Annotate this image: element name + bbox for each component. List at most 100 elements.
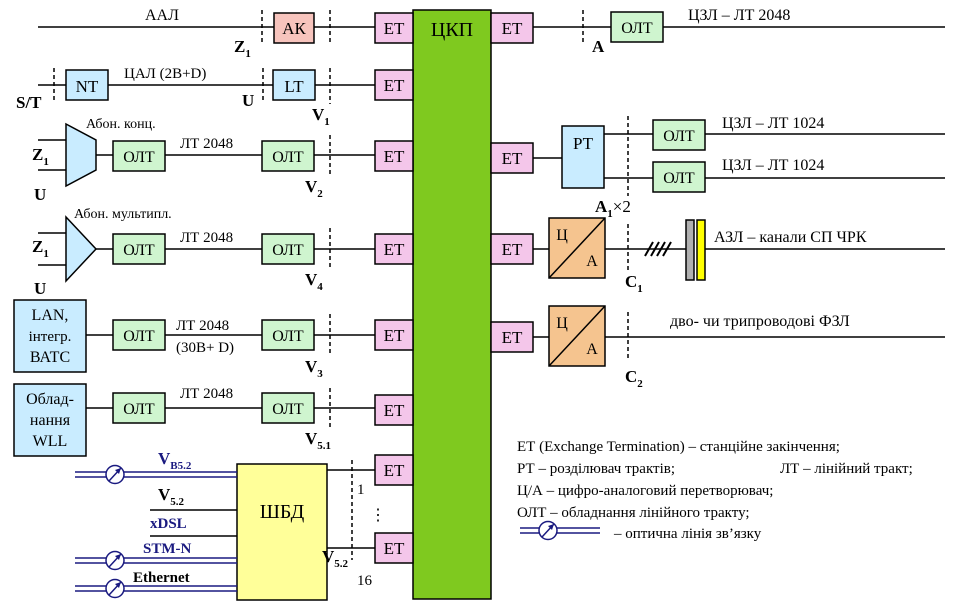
lan-line1: LAN,	[32, 307, 69, 324]
fdm-grey-bar	[685, 219, 695, 281]
czl-2048-label: ЦЗЛ – ЛТ 2048	[688, 7, 790, 24]
et-label-l2: ЕТ	[384, 76, 405, 95]
ca1-c-label: Ц	[556, 227, 568, 244]
et-box-l3	[374, 140, 414, 172]
et-label-r4: ЕТ	[502, 328, 523, 347]
z1-label-row4: Z1	[32, 237, 49, 260]
vb52-label: VB5.2	[158, 449, 192, 472]
v52-label-left: V5.2	[158, 485, 185, 508]
olt-label-r2a: ОЛТ	[663, 128, 695, 145]
lt-label: LT	[284, 77, 304, 96]
ckp-block	[412, 9, 492, 600]
abon-mult-triangle	[65, 215, 98, 283]
shbd-label: ШБД	[260, 501, 305, 523]
wll-box	[13, 383, 87, 457]
legend-lt: ЛТ – лінійний тракт;	[780, 461, 913, 477]
u-label-row3: U	[34, 185, 46, 204]
et-box-l2	[374, 69, 414, 101]
et-label-l4: ЕТ	[384, 240, 405, 259]
legend-optical-symbol	[520, 520, 600, 541]
st-label: S/T	[16, 93, 42, 112]
olt-box-r1	[610, 11, 664, 43]
stm-label: STM-N	[143, 541, 192, 557]
lt2048-label-row3: ЛТ 2048	[180, 136, 233, 152]
olt-label-r1: ОЛТ	[621, 20, 653, 37]
fdm-yellow-bar	[696, 219, 706, 281]
et-box-l4	[374, 233, 414, 265]
olt-label-row6-b: ОЛТ	[272, 401, 304, 418]
wll-line2: нання	[30, 412, 71, 429]
olt-label-row4-b: ОЛТ	[272, 242, 304, 259]
lan-box	[13, 299, 87, 373]
aal-label: ААЛ	[145, 7, 179, 24]
u-label-row2: U	[242, 91, 254, 110]
v2-label: V2	[305, 177, 323, 200]
olt-box-row6-a	[112, 392, 166, 424]
optical-line-ethernet	[75, 578, 237, 599]
et-label-l8: ЕТ	[384, 539, 405, 558]
et-label-l3: ЕТ	[384, 147, 405, 166]
legend-optical: – оптична лінія зв’язку	[613, 526, 762, 542]
lt-box	[272, 69, 316, 101]
legend-ca: Ц/А – цифро-аналоговий перетворювач;	[517, 483, 773, 499]
rt-label: РТ	[573, 134, 594, 153]
multi-channel-slashes	[644, 241, 672, 257]
olt-box-row5-a	[112, 319, 166, 351]
olt-label-row3-a: ОЛТ	[123, 149, 155, 166]
legend-et: ЕТ (Exchange Termination) – станційне за…	[517, 439, 840, 455]
et-label-r2: ЕТ	[502, 149, 523, 168]
legend-olt: ОЛТ – обладнання лінійного тракту;	[517, 505, 750, 521]
olt-box-row5-b	[261, 319, 315, 351]
olt-box-row4-a	[112, 233, 166, 265]
wll-line3: WLL	[33, 433, 68, 450]
czl-1024-label-b: ЦЗЛ – ЛТ 1024	[722, 157, 824, 174]
lan-line3: ВАТС	[30, 349, 70, 366]
ca2-c-label: Ц	[556, 315, 568, 332]
optical-line-vb52	[75, 464, 237, 485]
v3-label: V3	[305, 357, 323, 380]
olt-box-r2b	[652, 161, 706, 193]
olt-label-r2b: ОЛТ	[663, 170, 695, 187]
et-box-l6	[374, 394, 414, 426]
ethernet-label: Ethernet	[133, 570, 190, 586]
num-sixteen-label: 16	[357, 573, 373, 589]
nt-box	[65, 69, 109, 101]
rt-box	[561, 125, 605, 189]
u-label-row4: U	[34, 279, 46, 298]
lt30-label: (30В+ D)	[176, 340, 234, 356]
ca1-a-label: А	[586, 253, 598, 270]
azl-label: АЗЛ – канали СП ЧРК	[714, 229, 867, 246]
cal-label: ЦАЛ (2В+D)	[124, 66, 206, 82]
lt2048-label-row5: ЛТ 2048	[176, 318, 229, 334]
z1-label-row3: Z1	[32, 145, 49, 168]
abon-konc-trapezoid	[65, 122, 97, 188]
czl-1024-label-a: ЦЗЛ – ЛТ 1024	[722, 115, 824, 132]
et-box-l5	[374, 319, 414, 351]
et-box-l1	[374, 12, 414, 44]
olt-box-row4-b	[261, 233, 315, 265]
et-label-r3: ЕТ	[502, 240, 523, 259]
v4-label: V4	[305, 270, 323, 293]
z1-label-row1: Z1	[234, 37, 251, 60]
lan-line2: інтегр.	[29, 329, 72, 345]
et-box-r3	[490, 233, 534, 265]
ckp-label: ЦКП	[431, 19, 473, 41]
et-label-r1: ЕТ	[502, 19, 523, 38]
olt-box-r2a	[652, 119, 706, 151]
olt-label-row5-a: ОЛТ	[123, 328, 155, 345]
legend: ЕТ (Exchange Termination) – станційне за…	[517, 439, 913, 542]
xdsl-label: xDSL	[150, 516, 187, 532]
wll-line1: Облад-	[26, 391, 74, 408]
v51-label: V5.1	[305, 429, 331, 452]
v52-label-bottom: V5.2	[322, 547, 349, 570]
et-box-l7	[374, 454, 414, 486]
fzl-label: дво- чи трипроводові ФЗЛ	[670, 313, 850, 330]
abon-mult-label: Абон. мультипл.	[74, 207, 172, 222]
a-label: А	[592, 37, 605, 56]
olt-label-row5-b: ОЛТ	[272, 328, 304, 345]
olt-label-row3-b: ОЛТ	[272, 149, 304, 166]
ak-box	[273, 12, 315, 44]
olt-box-row3-a	[112, 140, 166, 172]
olt-box-row6-b	[261, 392, 315, 424]
olt-label-row4-a: ОЛТ	[123, 242, 155, 259]
